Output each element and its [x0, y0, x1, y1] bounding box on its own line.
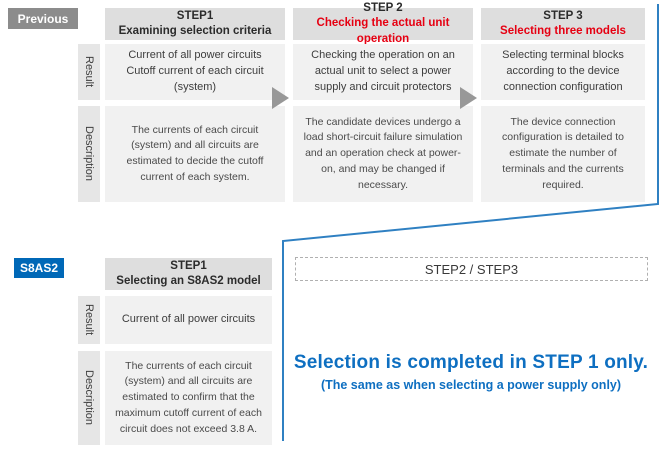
previous-step2-result: Checking the operation on an actual unit…	[293, 44, 473, 100]
previous-step1-subtitle: Examining selection criteria	[118, 25, 272, 37]
skipped-steps-placeholder: STEP2 / STEP3	[295, 257, 648, 281]
s8as2-result-row-label: Result	[78, 296, 100, 344]
highlight-sub-text: (The same as when selecting a power supp…	[320, 378, 622, 392]
s8as2-step1-result: Current of all power circuits	[105, 296, 272, 344]
s8as2-step1-title: STEP1	[170, 259, 207, 272]
previous-step2-header: STEP 2 Checking the actual unit operatio…	[293, 2, 473, 45]
previous-step3-result: Selecting terminal blocks according to t…	[481, 44, 645, 100]
arrow-right-icon	[460, 87, 477, 109]
s8as2-step1-description: The currents of each circuit (system) an…	[105, 351, 272, 445]
previous-step3-description: The device connection configuration is d…	[481, 106, 645, 202]
previous-step1-title: STEP1	[176, 9, 214, 22]
skipped-steps-label: STEP2 / STEP3	[424, 261, 519, 277]
previous-step1-description: The currents of each circuit (system) an…	[105, 106, 285, 202]
s8as2-description-row-label: Description	[78, 351, 100, 445]
previous-step2-description: The candidate devices undergo a load sho…	[293, 106, 473, 202]
s8as2-tag: S8AS2	[14, 258, 64, 278]
previous-step1-header: STEP1 Examining selection criteria	[105, 8, 285, 40]
previous-step3-subtitle: Selecting three models	[500, 25, 626, 37]
previous-step2-title: STEP 2	[363, 2, 403, 15]
previous-step3-header: STEP 3 Selecting three models	[481, 8, 645, 40]
s8as2-step1-subtitle: Selecting an S8AS2 model	[116, 275, 261, 287]
previous-description-row-label: Description	[78, 106, 100, 202]
highlight-main-text: Selection is completed in STEP 1 only.	[293, 352, 649, 373]
previous-step1-result: Current of all power circuits Cutoff cur…	[105, 44, 285, 100]
arrow-right-icon	[272, 87, 289, 109]
highlight-message: Selection is completed in STEP 1 only. (…	[285, 352, 657, 392]
s8as2-step1-header: STEP1 Selecting an S8AS2 model	[105, 258, 272, 290]
previous-tag: Previous	[8, 8, 78, 29]
previous-step3-title: STEP 3	[543, 9, 583, 22]
previous-step2-subtitle: Checking the actual unit operation	[316, 17, 450, 45]
previous-result-row-label: Result	[78, 44, 100, 100]
